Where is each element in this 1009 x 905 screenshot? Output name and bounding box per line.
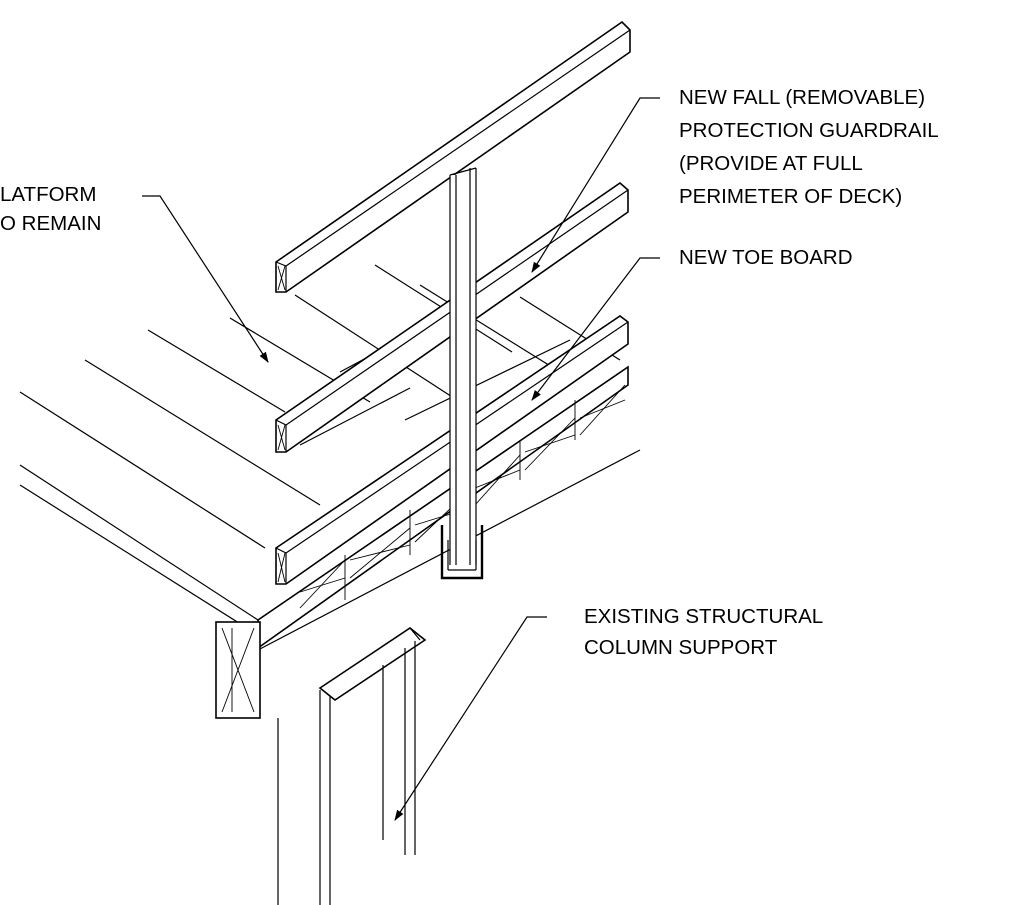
callout-platform: LATFORM O REMAIN	[0, 183, 101, 235]
callout-platform-line2: O REMAIN	[0, 212, 101, 235]
callout-guardrail-line2: PROTECTION GUARDRAIL	[679, 119, 939, 142]
callout-column: EXISTING STRUCTURAL COLUMN SUPPORT	[584, 605, 823, 659]
callout-column-line2: COLUMN SUPPORT	[584, 636, 778, 659]
guardrail-post	[440, 167, 484, 580]
beam-end	[215, 621, 261, 719]
callout-column-line1: EXISTING STRUCTURAL	[584, 605, 823, 628]
callout-toe-board: NEW TOE BOARD	[679, 246, 853, 269]
callout-guardrail-line4: PERIMETER OF DECK)	[679, 185, 902, 208]
callout-platform-line1: LATFORM	[0, 183, 96, 206]
callout-guardrail-line3: (PROVIDE AT FULL	[679, 152, 863, 175]
callout-guardrail-line1: NEW FALL (REMOVABLE)	[679, 86, 925, 109]
callout-guardrail: NEW FALL (REMOVABLE) PROTECTION GUARDRAI…	[679, 86, 939, 208]
structural-column	[277, 627, 427, 905]
callout-toe-board-line1: NEW TOE BOARD	[679, 246, 853, 269]
leader-lines	[142, 97, 660, 821]
